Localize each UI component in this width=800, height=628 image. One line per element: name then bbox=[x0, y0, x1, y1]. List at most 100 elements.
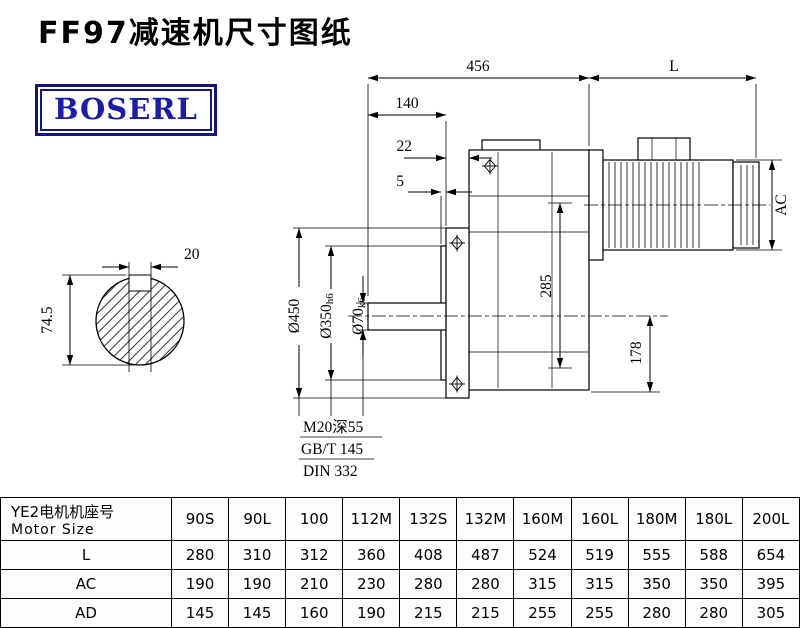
motor-size-table: YE2电机机座号 Motor Size 90S 90L 100 112M 132… bbox=[0, 497, 800, 628]
dim-l-label: L bbox=[669, 58, 678, 75]
dim-456-label: 456 bbox=[466, 58, 490, 75]
table-row-ad: AD 145 145 160 190 215 215 255 255 280 2… bbox=[0, 598, 800, 628]
dim-ac-label: AC bbox=[773, 194, 790, 216]
dim-285: 285 bbox=[538, 202, 572, 369]
table-cell: 280 bbox=[170, 540, 230, 570]
table-cell: 145 bbox=[228, 598, 287, 628]
col-header: 180L bbox=[684, 497, 743, 541]
dim-ac: AC bbox=[736, 159, 790, 251]
dim-140-label: 140 bbox=[395, 95, 419, 112]
shaft-dia-label: Ø70k6 bbox=[350, 297, 368, 335]
table-cell: 310 bbox=[228, 540, 287, 570]
keyway-lines bbox=[128, 262, 152, 372]
dim-5-label: 5 bbox=[396, 173, 404, 190]
output-shaft bbox=[367, 302, 447, 331]
table-cell: 350 bbox=[684, 569, 743, 599]
logo-text: BOSERL bbox=[54, 92, 198, 126]
col-header: 180M bbox=[627, 497, 686, 541]
table-cell: 654 bbox=[741, 540, 800, 570]
table-cell: 190 bbox=[342, 598, 401, 628]
technical-drawing: 20 74.5 bbox=[39, 58, 790, 480]
table-cell: 190 bbox=[228, 569, 287, 599]
table-cell: 588 bbox=[684, 540, 743, 570]
table-cell: 408 bbox=[399, 540, 458, 570]
table-cell: 210 bbox=[285, 569, 344, 599]
table-cell: 395 bbox=[741, 569, 800, 599]
dim-456: 456 bbox=[367, 58, 590, 296]
table-cell: 555 bbox=[627, 540, 686, 570]
terminal-box bbox=[637, 137, 691, 161]
row-label: AC bbox=[0, 569, 172, 599]
page-title: FF97减速机尺寸图纸 bbox=[38, 16, 353, 51]
keyway bbox=[128, 274, 152, 292]
table-row-ac: AC 190 190 210 230 280 280 315 315 350 3… bbox=[0, 569, 800, 599]
housing-details bbox=[469, 152, 589, 388]
row-label: L bbox=[0, 540, 172, 570]
col-header: 112M bbox=[342, 497, 401, 541]
col-header: 132M bbox=[456, 497, 515, 541]
table-cell: 280 bbox=[684, 598, 743, 628]
table-cell: 280 bbox=[627, 598, 686, 628]
table-row-l: L 280 310 312 360 408 487 524 519 555 58… bbox=[0, 540, 800, 570]
housing-body bbox=[468, 149, 590, 391]
table-header-row: YE2电机机座号 Motor Size 90S 90L 100 112M 132… bbox=[0, 497, 800, 541]
terminal-box-details bbox=[651, 138, 677, 160]
flange-dia-label: Ø450 bbox=[286, 299, 303, 334]
dim-22: 22 bbox=[397, 138, 492, 162]
dim-flange-diameter: Ø450 bbox=[286, 227, 446, 416]
motor-size-header-cell: YE2电机机座号 Motor Size bbox=[0, 497, 172, 541]
col-header: 100 bbox=[285, 497, 344, 541]
tap-hole-note: M20深55 GB/T 145 DIN 332 bbox=[299, 418, 382, 480]
dim-shaft-diameter: Ø70k6 bbox=[350, 276, 368, 416]
dim-22-label: 22 bbox=[397, 138, 413, 155]
col-header: 200L bbox=[741, 497, 800, 541]
col-header: 160M bbox=[513, 497, 572, 541]
table-cell: 255 bbox=[570, 598, 629, 628]
dim-key-width: 20 bbox=[102, 246, 200, 271]
table-cell: 360 bbox=[342, 540, 401, 570]
col-header: 90S bbox=[170, 497, 230, 541]
table-cell: 305 bbox=[741, 598, 800, 628]
table-cell: 315 bbox=[513, 569, 572, 599]
table-cell: 280 bbox=[399, 569, 458, 599]
table-cell: 487 bbox=[456, 540, 515, 570]
table-cell: 190 bbox=[170, 569, 230, 599]
col-header: 90L bbox=[228, 497, 287, 541]
dim-motor-length: L bbox=[589, 58, 757, 158]
key-width-label: 20 bbox=[184, 246, 200, 263]
logo-inner-frame: BOSERL bbox=[40, 89, 212, 131]
col-header: 160L bbox=[570, 497, 629, 541]
dim-178: 178 bbox=[591, 316, 660, 393]
table-cell: 255 bbox=[513, 598, 572, 628]
table-cell: 280 bbox=[456, 569, 515, 599]
motor bbox=[588, 137, 760, 261]
table-cell: 145 bbox=[170, 598, 230, 628]
dim-5: 5 bbox=[396, 173, 472, 244]
spigot-dia-label: Ø350h6 bbox=[318, 293, 336, 339]
flange-plate bbox=[445, 227, 470, 399]
table-cell: 350 bbox=[627, 569, 686, 599]
table-cell: 519 bbox=[570, 540, 629, 570]
motor-size-header-en: Motor Size bbox=[11, 521, 95, 538]
table-cell: 215 bbox=[399, 598, 458, 628]
table-cell: 315 bbox=[570, 569, 629, 599]
table-cell: 160 bbox=[285, 598, 344, 628]
col-header: 132S bbox=[399, 497, 458, 541]
tap-note: M20深55 bbox=[303, 418, 364, 436]
motor-size-header-cn: YE2电机机座号 bbox=[11, 502, 115, 521]
dim-spigot-diameter: Ø350h6 bbox=[318, 245, 441, 416]
boserl-logo: BOSERL bbox=[35, 84, 217, 136]
dim-285-label: 285 bbox=[538, 274, 555, 298]
dim-key-height: 74.5 bbox=[39, 274, 142, 366]
dim-140: 140 bbox=[368, 95, 447, 226]
table-cell: 215 bbox=[456, 598, 515, 628]
gb-standard-note: GB/T 145 bbox=[301, 441, 363, 458]
shaft-end-view: 20 74.5 bbox=[39, 246, 200, 372]
din-standard-note: DIN 332 bbox=[303, 463, 358, 480]
dim-178-label: 178 bbox=[628, 341, 645, 365]
table-cell: 312 bbox=[285, 540, 344, 570]
table-cell: 230 bbox=[342, 569, 401, 599]
gearbox-housing bbox=[468, 139, 590, 391]
centerlines bbox=[348, 204, 770, 317]
table-cell: 524 bbox=[513, 540, 572, 570]
